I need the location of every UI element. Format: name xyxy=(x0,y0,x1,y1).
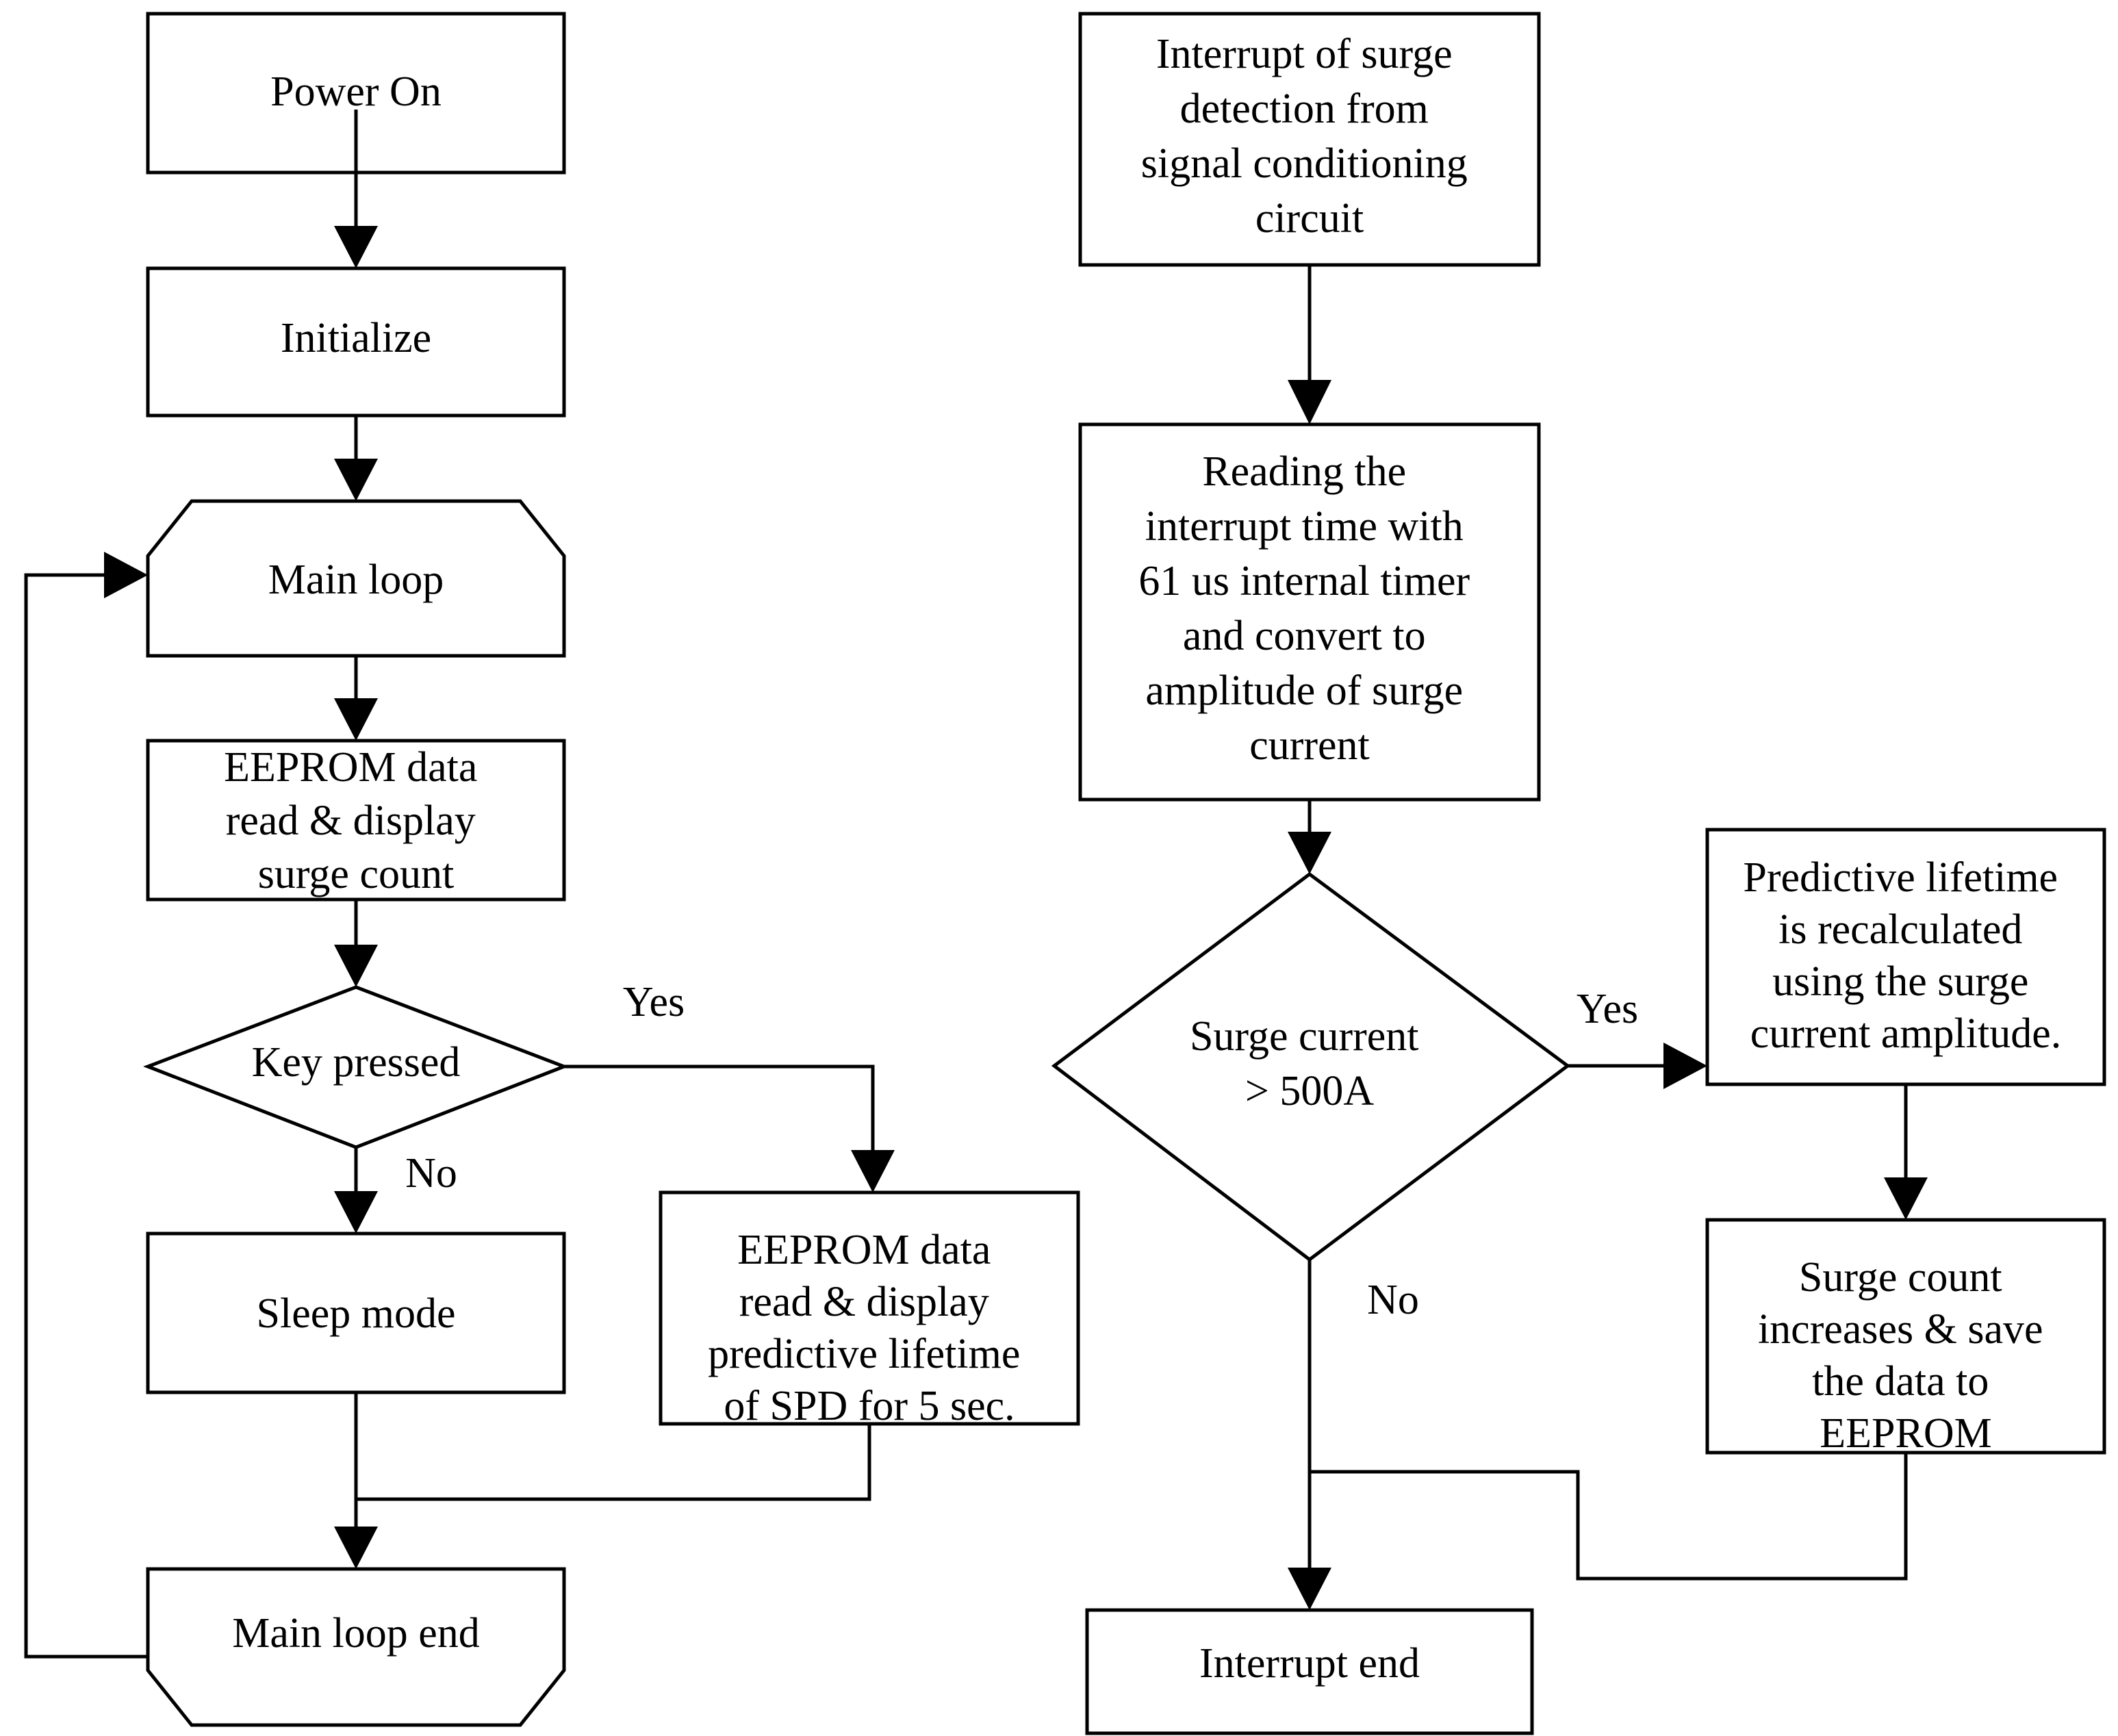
surge-count-save-box xyxy=(1705,1218,2106,1455)
node-interrupt-surge-detection[interactable]: Interrupt of surge detection from signal… xyxy=(1078,12,1541,267)
edge-power-on-to-initialize xyxy=(334,110,378,268)
node-interrupt-end[interactable]: Interrupt end xyxy=(1085,1608,1534,1735)
edge-reading-to-surge-threshold xyxy=(1288,800,1331,874)
interrupt-end-box xyxy=(1085,1608,1534,1735)
edge-main-loop-end-to-main-loop xyxy=(24,552,148,1659)
edge-lifetime-to-main-loop-end xyxy=(356,1424,871,1501)
edge-interrupt-to-reading xyxy=(1288,265,1331,424)
main-loop-label: Main loop xyxy=(268,557,444,603)
surge-threshold-yes-label: Yes xyxy=(1577,986,1638,1032)
predictive-lifetime-recalc-label: Predictive lifetime is recalculated usin… xyxy=(1743,854,2068,1057)
arrowhead-down-icon xyxy=(1288,380,1331,424)
arrowhead-down-icon xyxy=(334,1527,378,1569)
node-main-loop[interactable]: Main loop xyxy=(146,499,566,658)
edge-sleep-mode-to-main-loop-end xyxy=(334,1392,378,1569)
arrowhead-right-icon xyxy=(104,552,148,598)
edge-surge-threshold-no xyxy=(1288,1260,1331,1610)
node-eeprom-read-surge-count[interactable]: EEPROM data read & display surge count xyxy=(146,739,566,902)
arrowhead-down-icon xyxy=(334,698,378,741)
node-reading-interrupt-time[interactable]: Reading the interrupt time with 61 us in… xyxy=(1078,422,1541,802)
initialize-label: Initialize xyxy=(281,315,431,361)
main-loop-end-hexagon xyxy=(146,1567,566,1727)
interrupt-end-label: Interrupt end xyxy=(1199,1640,1420,1687)
edge-surge-threshold-yes xyxy=(1568,1043,1707,1089)
node-surge-count-save[interactable]: Surge count increases & save the data to… xyxy=(1705,1218,2106,1457)
sleep-mode-label: Sleep mode xyxy=(257,1290,456,1337)
node-key-pressed[interactable]: Key pressed xyxy=(143,985,569,1149)
eeprom-read-surge-count-label: EEPROM data read & display surge count xyxy=(224,744,488,897)
surge-count-save-label: Surge count increases & save the data to… xyxy=(1758,1254,2054,1457)
reading-interrupt-time-box xyxy=(1078,422,1541,802)
edge-key-pressed-no xyxy=(334,1147,378,1234)
eeprom-display-lifetime-box xyxy=(659,1190,1080,1426)
interrupt-surge-detection-box xyxy=(1078,12,1541,267)
key-pressed-label: Key pressed xyxy=(252,1039,461,1086)
edge-main-loop-to-eeprom-read xyxy=(334,656,378,741)
arrowhead-down-icon xyxy=(334,226,378,268)
main-loop-hexagon xyxy=(146,499,566,658)
edge-surge-count-to-interrupt-end xyxy=(1310,1453,1908,1581)
arrowhead-down-icon xyxy=(851,1150,895,1192)
edge-lifetime-recalc-to-surge-count xyxy=(1884,1084,1928,1220)
node-main-loop-end[interactable]: Main loop end xyxy=(146,1567,566,1727)
predictive-lifetime-recalc-box xyxy=(1705,828,2106,1086)
surge-current-threshold-diamond xyxy=(1051,871,1571,1262)
edge-eeprom-read-to-key-pressed xyxy=(334,899,378,987)
arrowhead-down-icon xyxy=(334,459,378,501)
interrupt-surge-detection-label: Interrupt of surge detection from signal… xyxy=(1141,31,1479,242)
surge-current-threshold-label: Surge current > 500A xyxy=(1190,1013,1429,1114)
reading-interrupt-time-label: Reading the interrupt time with 61 us in… xyxy=(1138,448,1480,769)
arrowhead-down-icon xyxy=(334,945,378,987)
arrowhead-down-icon xyxy=(1288,832,1331,874)
main-loop-end-label: Main loop end xyxy=(232,1610,480,1657)
node-eeprom-display-lifetime[interactable]: EEPROM data read & display predictive li… xyxy=(659,1190,1080,1429)
sleep-mode-box xyxy=(146,1231,566,1394)
edge-initialize-to-main-loop xyxy=(334,416,378,501)
eeprom-display-lifetime-label: EEPROM data read & display predictive li… xyxy=(708,1227,1031,1429)
edge-key-pressed-yes xyxy=(564,1064,895,1192)
node-surge-current-threshold[interactable]: Surge current > 500A xyxy=(1051,871,1571,1262)
arrowhead-down-icon xyxy=(1288,1568,1331,1610)
node-predictive-lifetime-recalc[interactable]: Predictive lifetime is recalculated usin… xyxy=(1705,828,2106,1086)
initialize-box xyxy=(146,266,566,418)
surge-threshold-no-label: No xyxy=(1367,1277,1419,1323)
key-pressed-yes-label: Yes xyxy=(623,979,685,1025)
arrowhead-down-icon xyxy=(334,1191,378,1234)
node-initialize[interactable]: Initialize xyxy=(146,266,566,418)
arrowhead-down-icon xyxy=(1884,1177,1928,1220)
node-sleep-mode[interactable]: Sleep mode xyxy=(146,1231,566,1394)
key-pressed-no-label: No xyxy=(405,1150,457,1197)
power-on-label: Power On xyxy=(270,68,442,115)
arrowhead-right-icon xyxy=(1663,1043,1707,1089)
